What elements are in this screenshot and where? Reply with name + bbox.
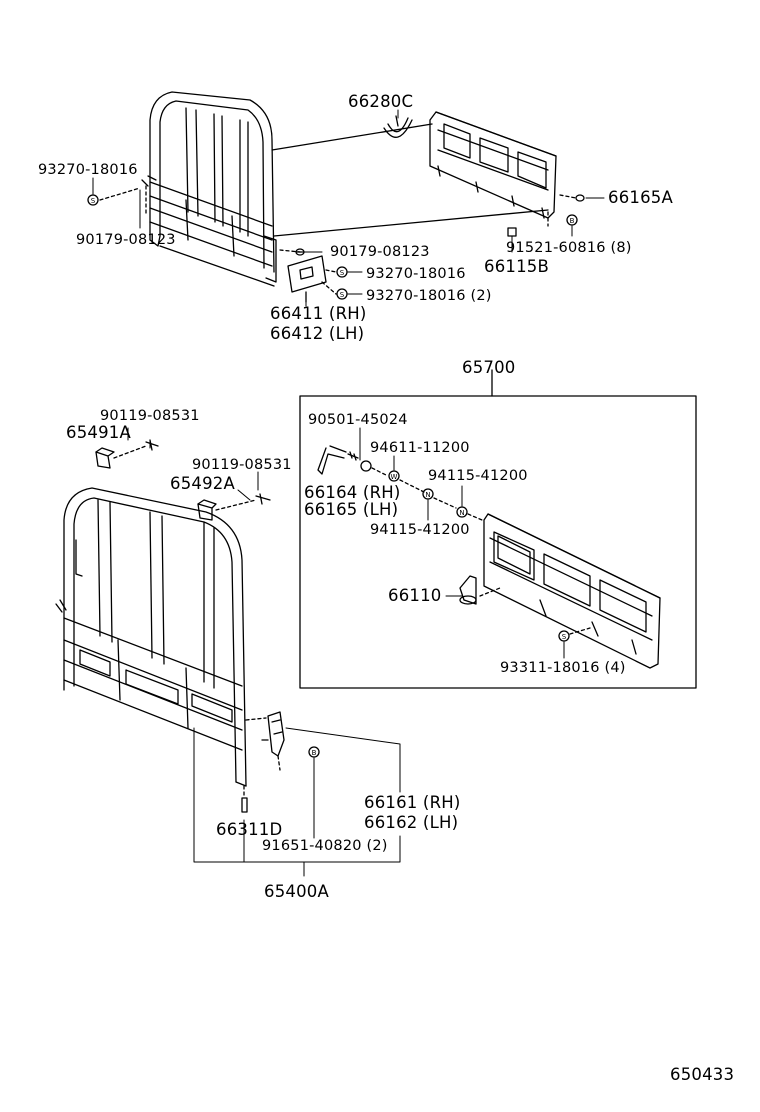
figure-number: 650433 [670,1065,735,1084]
label-90179-08123-left: 90179-08123 [76,232,176,248]
label-90119-08531-a: 90119-08531 [100,408,200,424]
symbol-s-2: S [340,269,345,277]
symbol-s-1: S [91,197,96,205]
top-fasteners [87,185,585,256]
stake-65492A [197,493,271,521]
label-65491A: 65491A [66,423,131,442]
symbol-b-1: B [570,217,575,225]
symbol-n-1: N [425,491,430,499]
label-93270-18016-b: 93270-18016 (2) [366,288,492,304]
top-leaders [92,109,605,307]
pin-66164 [317,445,483,521]
label-65400A: 65400A [264,882,329,901]
label-66280C: 66280C [348,92,414,111]
label-90179-08123-mid: 90179-08123 [330,244,430,260]
label-91651-40820: 91651-40820 (2) [262,838,388,854]
label-94115-41200-a: 94115-41200 [428,468,528,484]
symbol-n-2: N [459,509,464,517]
headboard-top-frame [141,91,277,287]
label-66165A: 66165A [608,188,673,207]
latch-66161 [241,711,320,813]
bracket-66110 [459,575,591,642]
label-66164: 66164 (RH) [304,483,401,502]
label-66161: 66161 (RH) [364,793,461,812]
label-94611-11200: 94611-11200 [370,440,470,456]
label-66110: 66110 [388,586,442,605]
label-66311D: 66311D [216,820,283,839]
label-66115B: 66115B [484,257,550,276]
label-90119-08531-b: 90119-08531 [192,457,292,473]
stake-65491A [95,439,159,469]
label-93311-18016: 93311-18016 (4) [500,660,626,676]
box-leaders [359,427,565,659]
label-65492A: 65492A [170,474,235,493]
symbol-s-4: S [562,633,567,641]
strap-66280C [383,115,413,138]
symbol-b-2: B [312,749,317,757]
label-66165: 66165 (LH) [304,500,399,519]
label-91521-60816: 91521-60816 (8) [506,240,632,256]
bed-outline-lines [271,123,549,237]
tailgate-box [483,513,661,669]
label-66411: 66411 (RH) [270,304,367,323]
lower-leaders [127,427,401,877]
label-66412: 66412 (LH) [270,324,365,343]
label-93270-18016-a: 93270-18016 [366,266,466,282]
headboard-lower-frame [55,487,247,787]
label-94115-41200-b: 94115-41200 [370,522,470,538]
symbol-w-1: W [391,473,398,481]
tailgate-top [429,111,557,219]
label-93270-18016-top: 93270-18016 [38,162,138,178]
label-65700: 65700 [462,358,516,377]
label-90501-45024: 90501-45024 [308,412,408,428]
bracket-66411 [287,255,348,303]
fastener-symbols: S S S B W N N S B [91,197,575,757]
label-66162: 66162 (LH) [364,813,459,832]
symbol-s-3: S [340,291,345,299]
box-65700 [299,369,697,689]
